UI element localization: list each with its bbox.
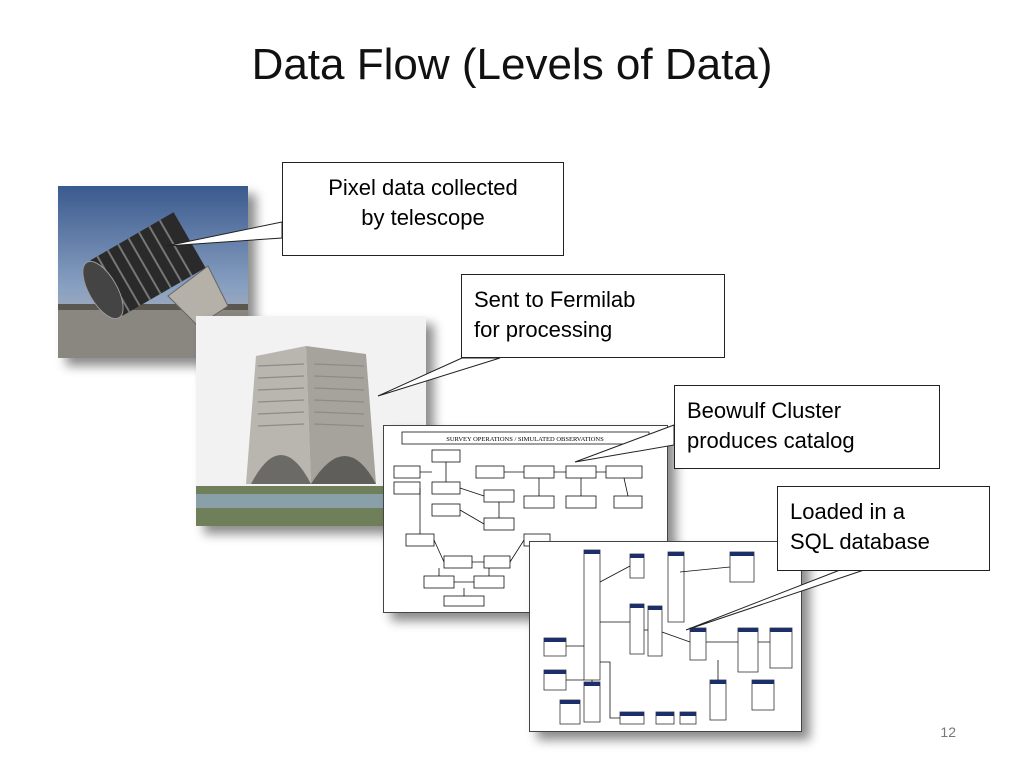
- sql-database-schema-diagram: [529, 541, 802, 732]
- callout-fermilab-line-1: Sent to Fermilab: [474, 287, 636, 312]
- page-number: 12: [940, 724, 956, 740]
- callout-telescope: Pixel data collected by telescope: [282, 162, 564, 256]
- callout-sql: Loaded in a SQL database: [777, 486, 990, 571]
- callout-sql-line-2: SQL database: [790, 529, 930, 554]
- callout-beowulf: Beowulf Cluster produces catalog: [674, 385, 940, 469]
- callout-beowulf-line-2: produces catalog: [687, 428, 855, 453]
- callout-sql-line-1: Loaded in a: [790, 499, 905, 524]
- callout-beowulf-line-1: Beowulf Cluster: [687, 398, 842, 423]
- slide-title: Data Flow (Levels of Data): [251, 40, 773, 89]
- flowchart-heading: SURVEY OPERATIONS / SIMULATED OBSERVATIO…: [446, 436, 604, 443]
- callout-telescope-line-1: Pixel data collected: [328, 175, 518, 200]
- callout-fermilab-line-2: for processing: [474, 317, 613, 342]
- callout-telescope-line-2: by telescope: [361, 205, 485, 230]
- callout-fermilab: Sent to Fermilab for processing: [461, 274, 725, 358]
